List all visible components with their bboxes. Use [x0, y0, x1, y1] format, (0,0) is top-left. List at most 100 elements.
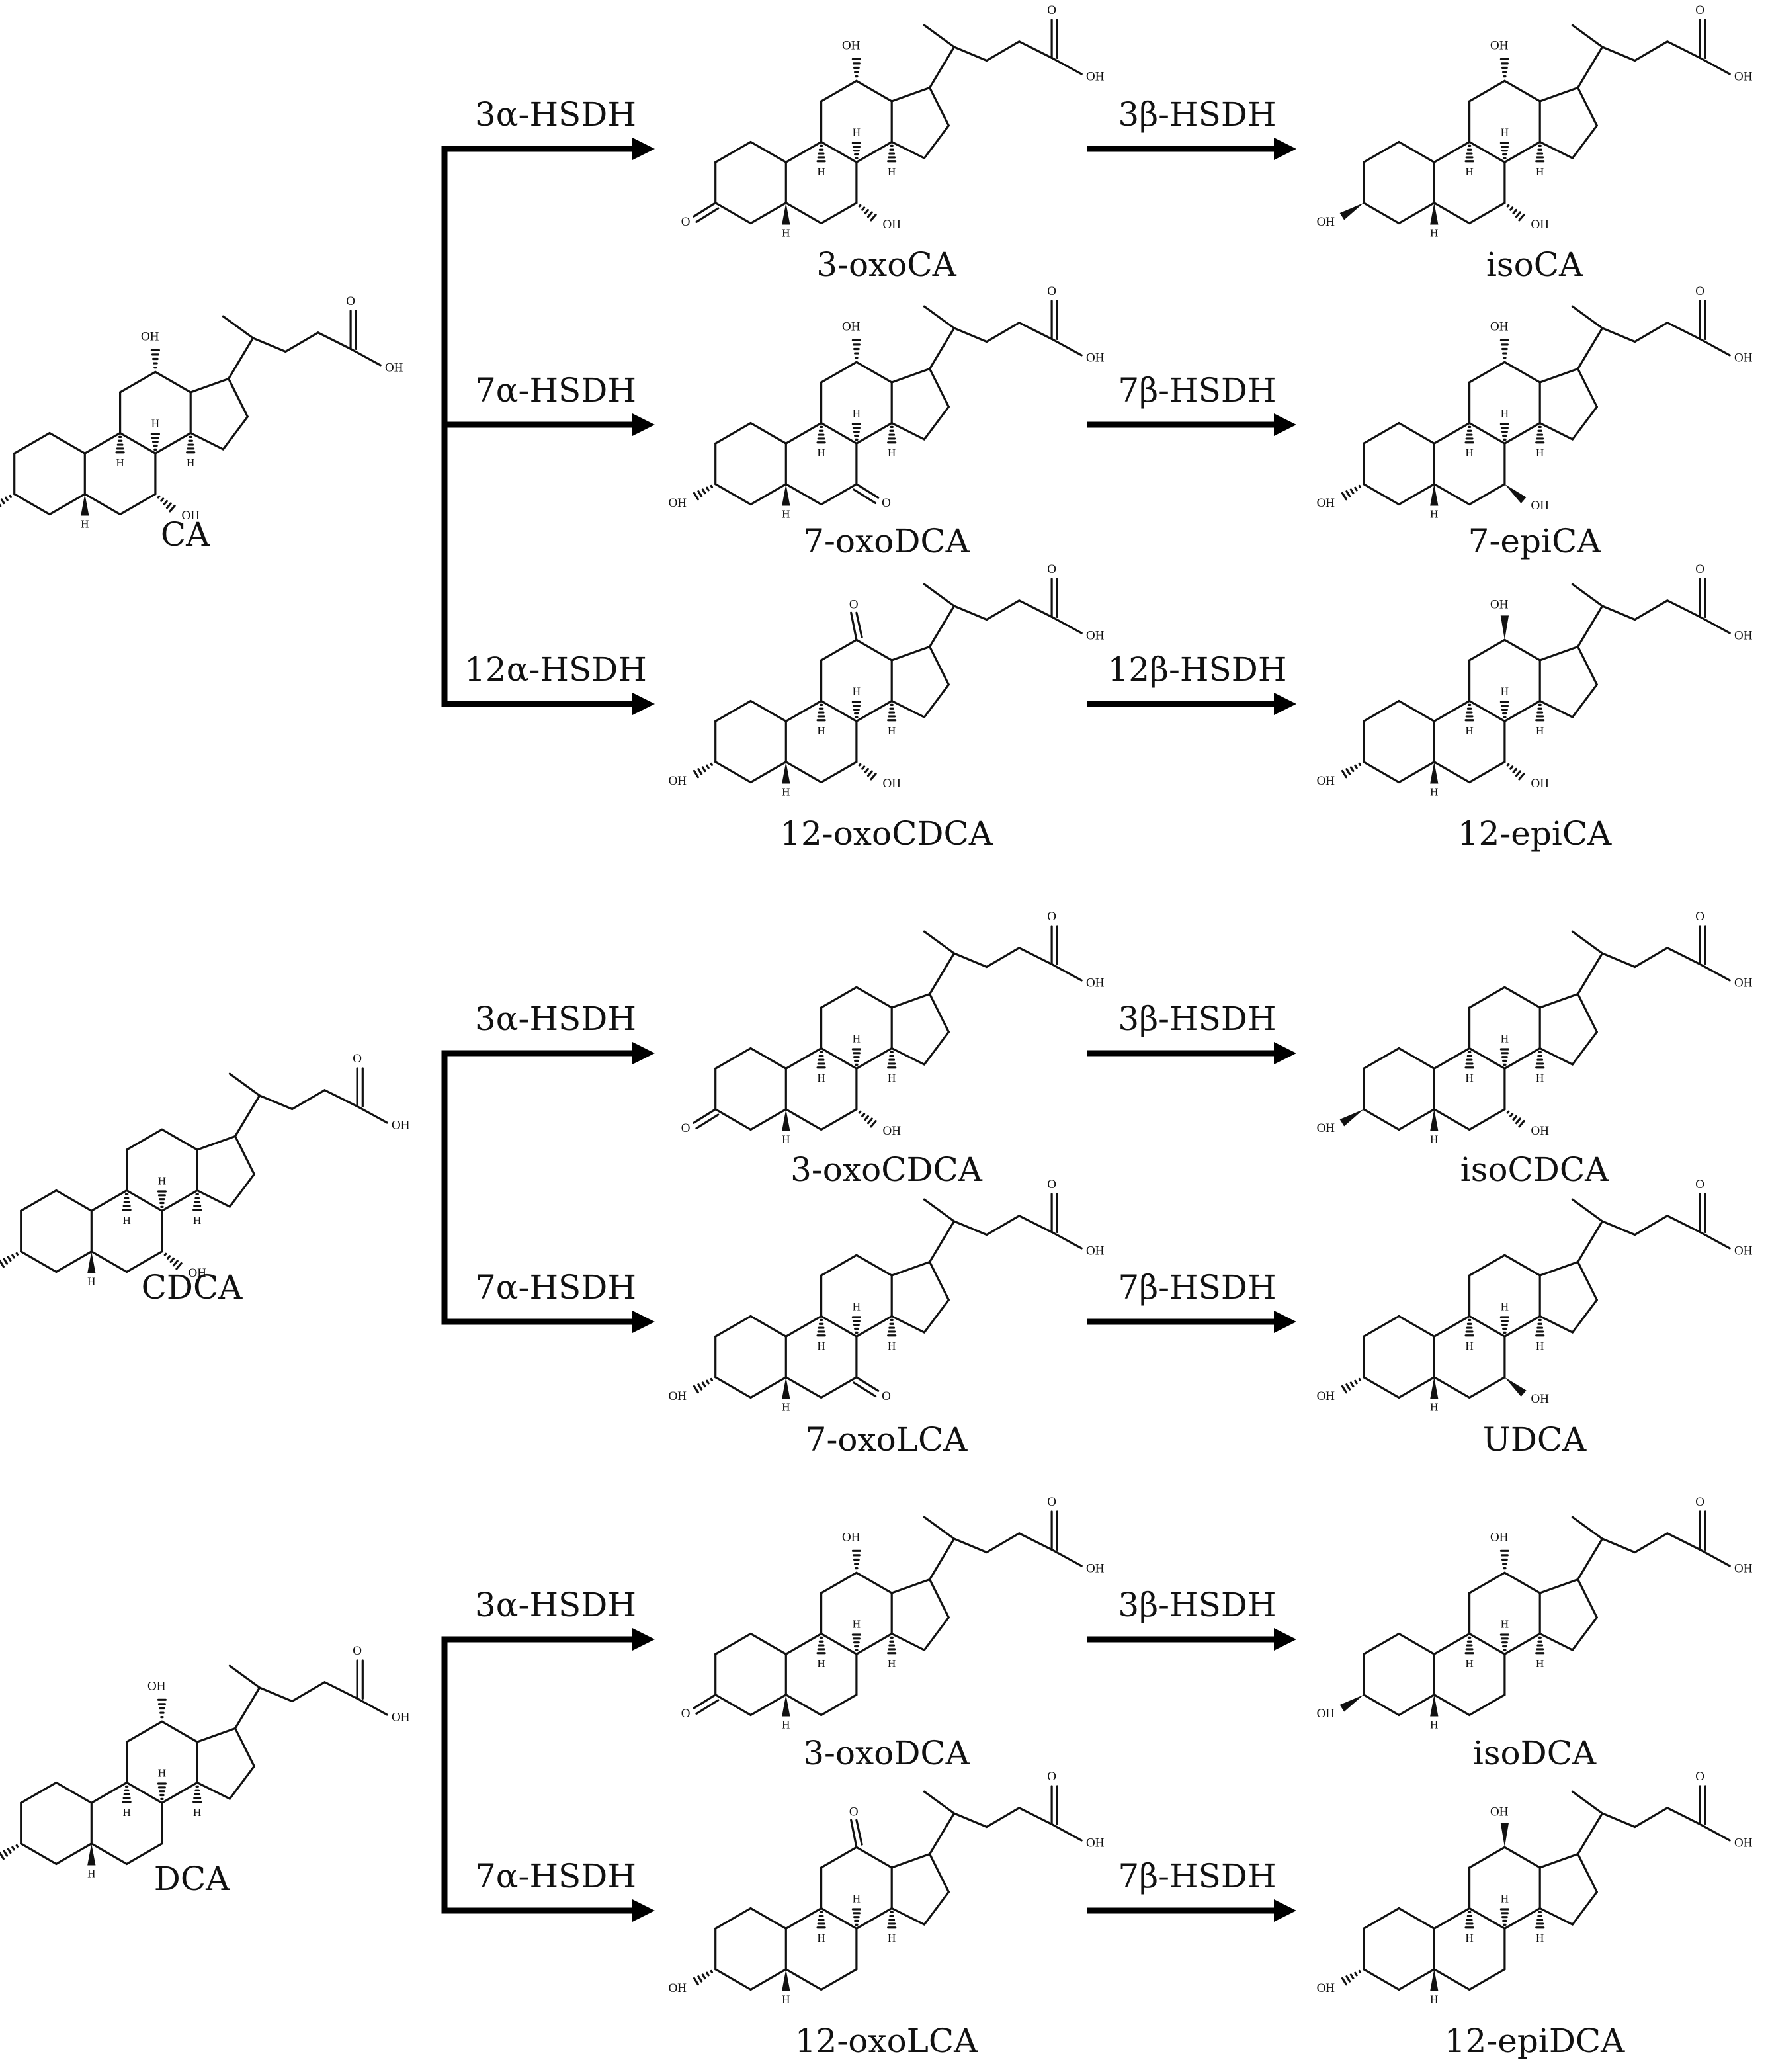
c3-oxo-label: O — [681, 215, 691, 229]
h5-label: H — [1430, 1133, 1438, 1145]
c12-oh-label: OH — [141, 329, 159, 343]
pathway-group-1: OHOHHHHOHOHOHCA3α-HSDHOHOHHHHOOHOH3-oxoC… — [0, 3, 1753, 853]
c7-oh-label: OH — [188, 1266, 206, 1280]
c3-oh-label: OH — [1317, 1707, 1335, 1721]
carboxyl-oh-label: OH — [1734, 976, 1753, 990]
h5-label: H — [782, 1993, 790, 2005]
carboxyl-oh-label: OH — [1734, 1244, 1753, 1258]
enzyme2-label: 3β-HSDH — [1118, 1000, 1276, 1038]
carboxyl-o-label: O — [1047, 1770, 1056, 1784]
h8-label: H — [1501, 126, 1509, 139]
product-name: isoDCA — [1473, 1734, 1597, 1772]
h9-label: H — [817, 165, 825, 178]
enzyme1-label: 12α-HSDH — [464, 650, 647, 689]
h8-label: H — [1501, 408, 1509, 420]
carboxyl-oh-label: OH — [1734, 70, 1753, 84]
h14-label: H — [193, 1806, 201, 1819]
h5-label: H — [782, 785, 790, 798]
c3-oh-label: OH — [1317, 1121, 1335, 1135]
product-name: 12-epiDCA — [1445, 2022, 1625, 2060]
c12-oh-label: OH — [842, 1530, 861, 1544]
product-name: 12-epiCA — [1458, 814, 1612, 853]
h14-label: H — [888, 724, 896, 737]
carboxyl-oh-label: OH — [1086, 976, 1105, 990]
enzyme1-arrow — [444, 1628, 655, 1651]
carboxyl-oh-label: OH — [385, 361, 403, 375]
c3-oh-label: OH — [669, 1981, 687, 1995]
h14-label: H — [888, 1657, 896, 1670]
enzyme1-arrow — [444, 1899, 655, 1922]
c7-oh-label: OH — [1531, 777, 1549, 791]
h9-label: H — [817, 1932, 825, 1944]
h9-label: H — [116, 456, 124, 469]
pathway-group-3: OHOHHHHOHOHDCA3α-HSDHOHOHHHHOOH3-oxoDCA3… — [0, 1495, 1753, 2060]
h8-label: H — [158, 1175, 166, 1187]
h8-label: H — [853, 126, 861, 139]
h9-label: H — [122, 1806, 130, 1819]
h9-label: H — [1465, 165, 1473, 178]
c3-oxo-label: O — [681, 1121, 691, 1135]
c7-oh-label: OH — [882, 1124, 901, 1138]
carboxyl-o-label: O — [1695, 910, 1704, 924]
h9-label: H — [817, 1072, 825, 1084]
h8-label: H — [853, 1033, 861, 1045]
h8-label: H — [151, 417, 159, 430]
h9-label: H — [1465, 447, 1473, 459]
h9-label: H — [1465, 724, 1473, 737]
carboxyl-o-label: O — [1695, 1178, 1704, 1191]
c12-oh-label: OH — [842, 38, 861, 52]
c12-oh-label: OH — [1490, 38, 1509, 52]
product-name: isoCDCA — [1460, 1150, 1609, 1189]
h9-label: H — [817, 447, 825, 459]
enzyme2-arrow — [1087, 1628, 1296, 1651]
h5-label: H — [87, 1867, 95, 1879]
c3-oh-label: OH — [1317, 1981, 1335, 1995]
h5-label: H — [1430, 507, 1438, 520]
h8-label: H — [853, 408, 861, 420]
carboxyl-oh-label: OH — [1086, 629, 1105, 643]
carboxyl-o-label: O — [353, 1052, 362, 1066]
h9-label: H — [817, 1657, 825, 1670]
carboxyl-o-label: O — [1695, 562, 1704, 576]
h9-label: H — [1465, 1340, 1473, 1352]
intermediate-name: 3-oxoDCA — [803, 1734, 970, 1772]
intermediate-name: 12-oxoCDCA — [780, 814, 993, 853]
intermediate-name: 12-oxoLCA — [795, 2022, 978, 2060]
carboxyl-oh-label: OH — [1734, 1836, 1753, 1850]
carboxyl-o-label: O — [346, 294, 355, 308]
carboxyl-oh-label: OH — [392, 1119, 410, 1133]
product-name: UDCA — [1483, 1420, 1587, 1459]
c3-oh-label: OH — [1317, 496, 1335, 510]
c7-oh-label: OH — [1531, 1124, 1549, 1138]
h8-label: H — [1501, 1893, 1509, 1905]
h5-label: H — [1430, 226, 1438, 239]
h8-label: H — [853, 1893, 861, 1905]
carboxyl-oh-label: OH — [1086, 1244, 1105, 1258]
c12-oxo-label: O — [849, 597, 859, 611]
enzyme1-label: 7α-HSDH — [475, 371, 636, 410]
h9-label: H — [1465, 1072, 1473, 1084]
c7-oh-label: OH — [1531, 1392, 1549, 1406]
c7-oxo-label: O — [882, 1389, 891, 1403]
c3-oh-label: OH — [1317, 774, 1335, 788]
enzyme2-arrow — [1087, 1311, 1296, 1333]
h14-label: H — [1536, 1340, 1544, 1352]
c12-oh-label: OH — [1490, 1530, 1509, 1544]
c12-oh-label: OH — [1490, 320, 1509, 333]
carboxyl-oh-label: OH — [392, 1711, 410, 1725]
h14-label: H — [1536, 447, 1544, 459]
carboxyl-o-label: O — [1047, 284, 1056, 298]
carboxyl-oh-label: OH — [1086, 70, 1105, 84]
h8-label: H — [853, 685, 861, 698]
